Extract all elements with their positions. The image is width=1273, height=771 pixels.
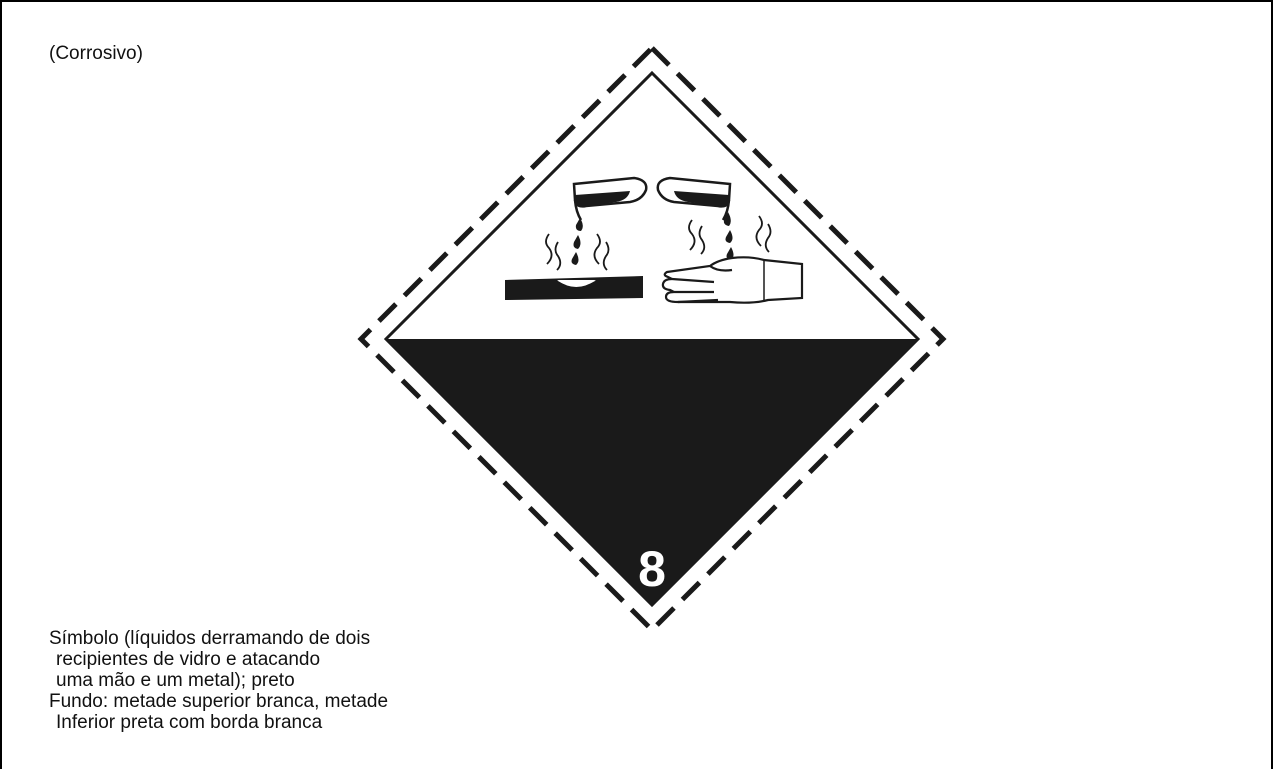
legend-line-1: Símbolo (líquidos derramando de dois [49, 628, 388, 649]
metal-bar-icon [505, 276, 643, 300]
legend-line-3: uma mão e um metal); preto [49, 670, 388, 691]
legend-line-5: Inferior preta com borda branca [49, 712, 388, 733]
legend-line-2: recipientes de vidro e atacando [49, 649, 388, 670]
placard-description: Símbolo (líquidos derramando de dois rec… [49, 628, 388, 733]
legend-line-4: Fundo: metade superior branca, metade [49, 691, 388, 712]
class-number: 8 [638, 541, 666, 597]
